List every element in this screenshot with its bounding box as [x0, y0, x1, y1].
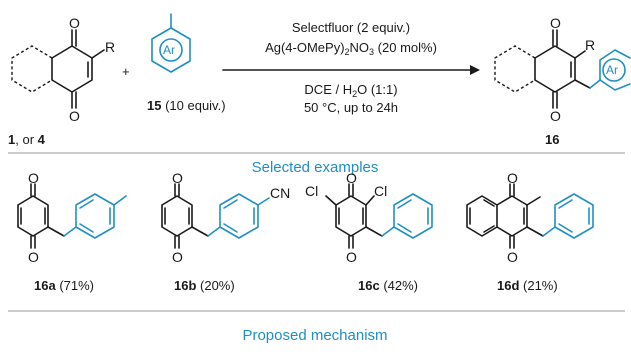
- reaction-arrow: [222, 65, 480, 75]
- section-title-mechanism: Proposed mechanism: [242, 327, 387, 344]
- product-quinone: O O R Ar: [494, 15, 631, 124]
- conditions-solvent: DCE / H2O (1:1): [304, 82, 397, 99]
- example-label: 16c (42%): [358, 278, 418, 293]
- arene-label: 15 (10 equiv.): [147, 98, 226, 113]
- arene-ring-label: Ar: [163, 43, 175, 57]
- example-label: 16d (21%): [497, 278, 558, 293]
- oxygen-atom: O: [69, 15, 80, 31]
- example-16d: O O: [466, 170, 594, 265]
- reactant-label: 1, or 4: [8, 132, 46, 147]
- oxygen-atom: O: [172, 170, 183, 186]
- fused-ring-dashed: [11, 45, 53, 93]
- example-label: 16b (20%): [174, 278, 235, 293]
- conditions-temperature: 50 °C, up to 24h: [304, 100, 398, 115]
- plus-sign: +: [122, 64, 130, 79]
- oxygen-atom: O: [346, 170, 357, 186]
- oxygen-atom: O: [172, 249, 183, 265]
- example-16a: O O: [17, 170, 127, 265]
- cyano-group: CN: [270, 185, 290, 201]
- substituent-r: R: [105, 39, 115, 55]
- conditions-reagent: Selectfluor (2 equiv.): [292, 20, 410, 35]
- oxygen-atom: O: [28, 170, 39, 186]
- product-ring-label: Ar: [606, 63, 618, 77]
- example-16b: O O CN: [161, 170, 290, 265]
- chloro-left: Cl: [305, 183, 318, 199]
- oxygen-atom: O: [550, 108, 561, 124]
- conditions-catalyst: Ag(4-OMePy)2NO3 (20 mol%): [265, 40, 437, 57]
- oxygen-atom: O: [69, 108, 80, 124]
- example-label: 16a (71%): [34, 278, 94, 293]
- oxygen-atom: O: [346, 249, 357, 265]
- example-16c: O O Cl Cl: [305, 170, 433, 265]
- product-label: 16: [545, 132, 559, 147]
- arene-reagent: Ar: [151, 13, 191, 73]
- reactant-quinone: O O R: [11, 15, 115, 124]
- chloro-right: Cl: [374, 183, 387, 199]
- substituent-r: R: [585, 37, 595, 53]
- oxygen-atom: O: [28, 249, 39, 265]
- section-title-examples: Selected examples: [252, 159, 379, 176]
- oxygen-atom: O: [507, 170, 518, 186]
- oxygen-atom: O: [550, 15, 561, 31]
- oxygen-atom: O: [507, 249, 518, 265]
